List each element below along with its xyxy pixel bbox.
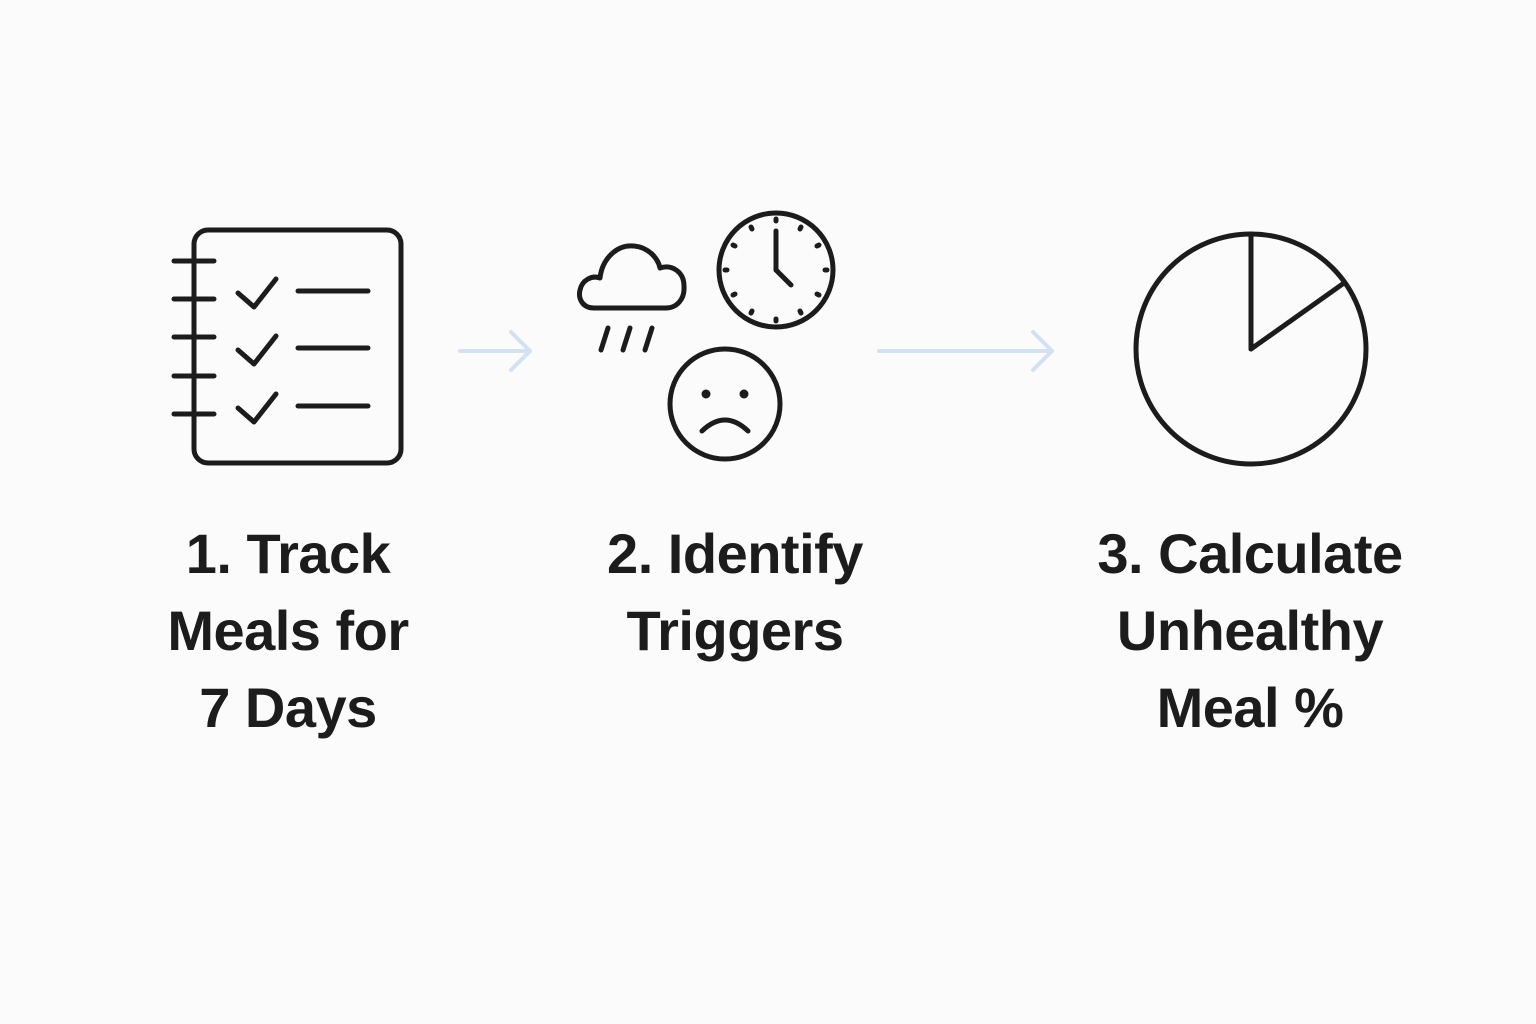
step-3-label: 3. Calculate Unhealthy Meal % [1060, 515, 1440, 746]
step-1-line-2: Meals for [167, 599, 409, 662]
step-1-line-1: 1. Track [185, 522, 391, 585]
sad-face-icon [667, 346, 783, 462]
step-1-line-3: 7 Days [199, 676, 377, 739]
checklist-notebook-icon [171, 227, 404, 466]
eye-right [739, 389, 749, 399]
step-2-line-1: 2. Identify [607, 522, 863, 585]
eye-left [701, 389, 711, 399]
step-3-line-3: Meal % [1156, 676, 1344, 739]
rain-cloud-icon [577, 243, 687, 353]
step-1-label: 1. Track Meals for 7 Days [108, 515, 468, 746]
clock-icon [716, 210, 836, 330]
step-3-line-1: 3. Calculate [1097, 522, 1403, 585]
step-3-line-2: Unhealthy [1116, 599, 1384, 662]
step-2-line-2: Triggers [626, 599, 844, 662]
arrow-right-icon [877, 330, 1054, 372]
pie-chart-icon [1133, 231, 1369, 467]
step-2-label: 2. Identify Triggers [555, 515, 915, 669]
arrow-right-icon [458, 330, 532, 372]
